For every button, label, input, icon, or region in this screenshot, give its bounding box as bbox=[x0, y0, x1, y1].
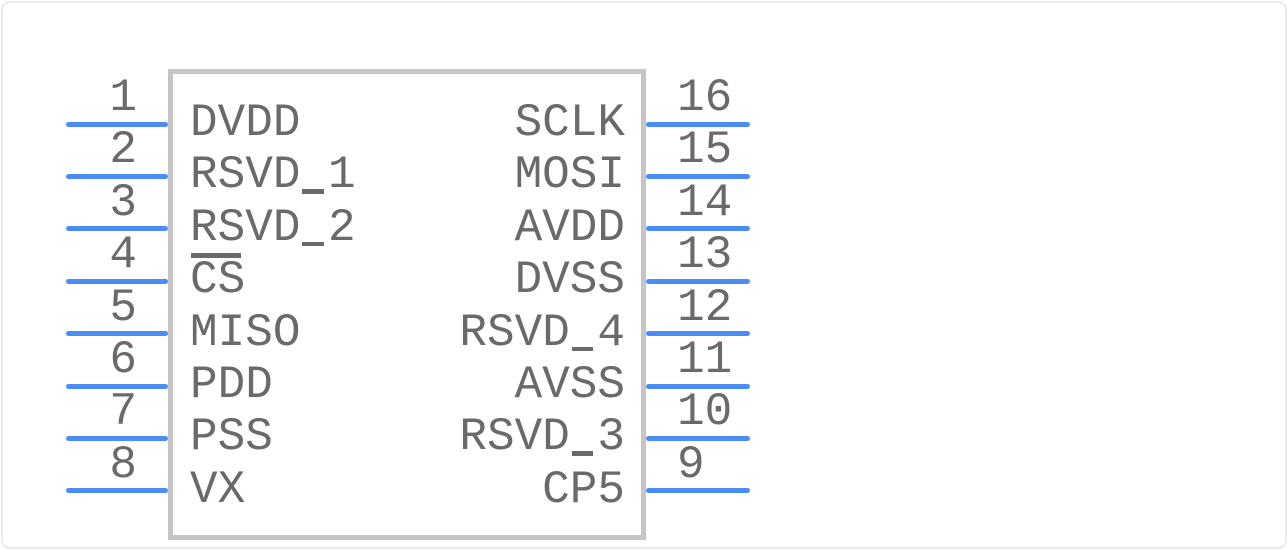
pin-name: AVSS bbox=[514, 359, 625, 411]
pin-lead bbox=[66, 383, 168, 389]
pin-name: VX bbox=[190, 463, 246, 516]
active-low-overbar: CS bbox=[190, 253, 246, 307]
pin-lead bbox=[66, 173, 168, 179]
pin-name: MISO bbox=[190, 306, 301, 359]
pin-number: 12 bbox=[677, 281, 733, 334]
pin-lead bbox=[66, 121, 168, 127]
pin-number: 6 bbox=[109, 334, 137, 386]
pin-number: 3 bbox=[109, 176, 137, 229]
pin-name: SCLK bbox=[514, 97, 625, 149]
pin-lead bbox=[646, 121, 750, 127]
pin-name: PDD bbox=[190, 359, 273, 411]
pin-lead bbox=[646, 488, 750, 494]
pin-number: 2 bbox=[109, 124, 137, 177]
pin-lead bbox=[66, 488, 168, 494]
pin-number: 16 bbox=[677, 72, 733, 124]
pin-lead bbox=[66, 226, 168, 232]
pin-number: 15 bbox=[677, 124, 733, 177]
pin-number: 9 bbox=[677, 438, 705, 491]
pin-number: 7 bbox=[109, 386, 137, 439]
component-body bbox=[168, 69, 646, 540]
pin-lead bbox=[646, 173, 750, 179]
pin-number: 8 bbox=[109, 438, 137, 491]
pin-lead bbox=[66, 331, 168, 337]
pin-name: AVDD bbox=[514, 201, 625, 254]
pin-lead bbox=[66, 435, 168, 441]
pin-lead bbox=[646, 278, 750, 284]
pin-number: 4 bbox=[109, 229, 137, 282]
pin-name: DVSS bbox=[514, 254, 625, 307]
pin-number: 10 bbox=[677, 386, 733, 439]
pin-number: 13 bbox=[677, 229, 733, 282]
pin-lead bbox=[646, 331, 750, 337]
pin-lead bbox=[646, 435, 750, 441]
pin-number: 14 bbox=[677, 176, 733, 229]
pin-name: PSS bbox=[190, 411, 273, 464]
pin-number: 11 bbox=[677, 334, 733, 386]
pin-name: CS bbox=[190, 253, 246, 307]
pin-number: 1 bbox=[109, 72, 137, 124]
pin-number: 5 bbox=[109, 281, 137, 334]
pin-lead bbox=[646, 383, 750, 389]
pin-name: DVDD bbox=[190, 97, 301, 149]
pin-lead bbox=[646, 226, 750, 232]
pin-name: CP5 bbox=[542, 463, 625, 516]
pin-lead bbox=[66, 278, 168, 284]
pin-name: MOSI bbox=[514, 149, 625, 202]
